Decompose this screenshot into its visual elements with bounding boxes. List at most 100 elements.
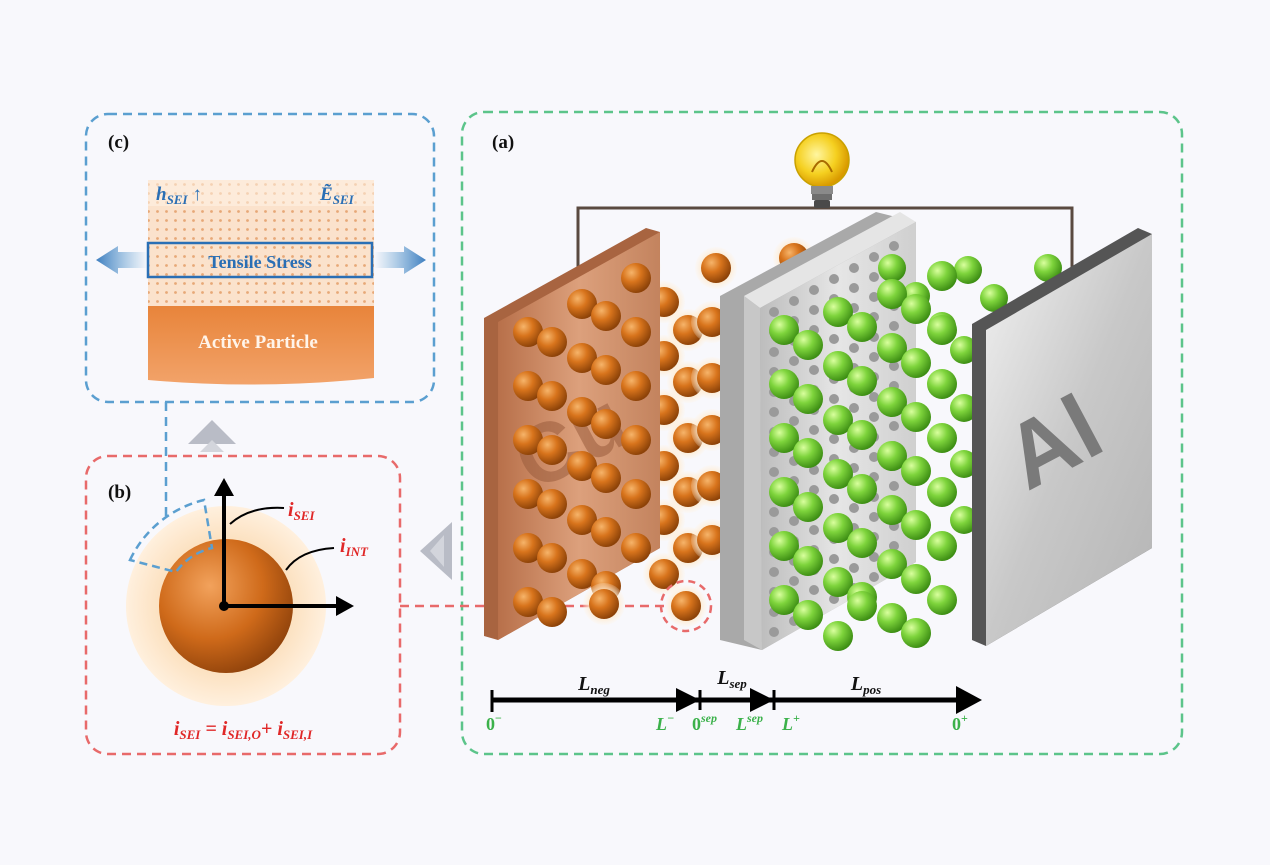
pore [869,272,879,282]
pore [849,403,859,413]
tick-l-plus: L+ [781,711,800,734]
particle [621,425,651,455]
i-sei-label: iSEI [288,499,315,523]
sei-current-equation: iSEI = iSEI,O+ iSEI,I [174,718,313,742]
particle [950,336,978,364]
pore [829,554,839,564]
particle [567,397,597,427]
pore [889,421,899,431]
particle [537,489,567,519]
particle [793,546,823,576]
pore [869,512,879,522]
pore [789,296,799,306]
particle [901,618,931,648]
particle [591,301,621,331]
pore [869,292,879,302]
particle [769,585,799,615]
l-sep-label: Lsep [716,667,747,691]
particle [589,589,619,619]
particle [793,438,823,468]
pore [769,627,779,637]
particle [567,343,597,373]
tick-l-sep: Lsep [735,711,763,734]
active-particle-label: Active Particle [198,332,318,353]
particle [823,459,853,489]
particle [927,585,957,615]
particle [901,510,931,540]
domain-axis [490,686,982,714]
particle [877,387,907,417]
particle [927,423,957,453]
left-chevron-icon [420,522,452,580]
pore [889,361,899,371]
pore [849,263,859,273]
anode-particles [513,263,707,627]
particle [621,533,651,563]
particle [513,317,543,347]
i-int-label: iINT [340,535,369,559]
pore [869,572,879,582]
pore [809,425,819,435]
pore [829,494,839,504]
particle [927,369,957,399]
particle [513,479,543,509]
particle [621,263,651,293]
particle [878,254,906,282]
particle [697,363,727,393]
pore [829,334,839,344]
up-chevron-icon [188,420,236,452]
particle [513,371,543,401]
l-pos-label: Lpos [850,673,881,697]
pore [889,541,899,551]
particle [537,597,567,627]
particle [769,531,799,561]
stress-arrow-right-icon [374,246,426,274]
pore [769,307,779,317]
panel-b-frame [84,454,402,756]
cathode-particles [769,261,957,651]
pore [789,576,799,586]
tensile-stress-label: Tensile Stress [208,252,312,272]
particle [537,435,567,465]
particle [697,525,727,555]
pore [809,585,819,595]
particle [793,384,823,414]
particle [793,600,823,630]
pore [769,347,779,357]
i-sei-pointer [229,506,285,525]
particle [1034,254,1062,282]
particle [591,463,621,493]
particle [823,297,853,327]
panel-c-label: (c) [108,132,129,153]
pore [769,507,779,517]
particle [769,315,799,345]
particle [877,549,907,579]
particle [537,543,567,573]
particle [901,402,931,432]
pore [809,365,819,375]
particle [823,351,853,381]
pore [869,452,879,462]
pore [889,481,899,491]
particle [591,355,621,385]
pore [789,356,799,366]
particle [901,564,931,594]
particle [847,528,877,558]
pore [849,283,859,293]
particle [847,591,877,621]
particle [567,559,597,589]
particle [927,531,957,561]
particle [769,423,799,453]
particle [877,441,907,471]
light-bulb-icon [794,132,850,208]
particle [980,284,1008,312]
pore [869,352,879,362]
particle [877,333,907,363]
pore [829,434,839,444]
i-int-pointer [285,547,335,571]
stress-arrow-left-icon [96,246,148,274]
tick-0-plus: 0+ [952,711,968,734]
particle [927,315,957,345]
particle [954,256,982,284]
